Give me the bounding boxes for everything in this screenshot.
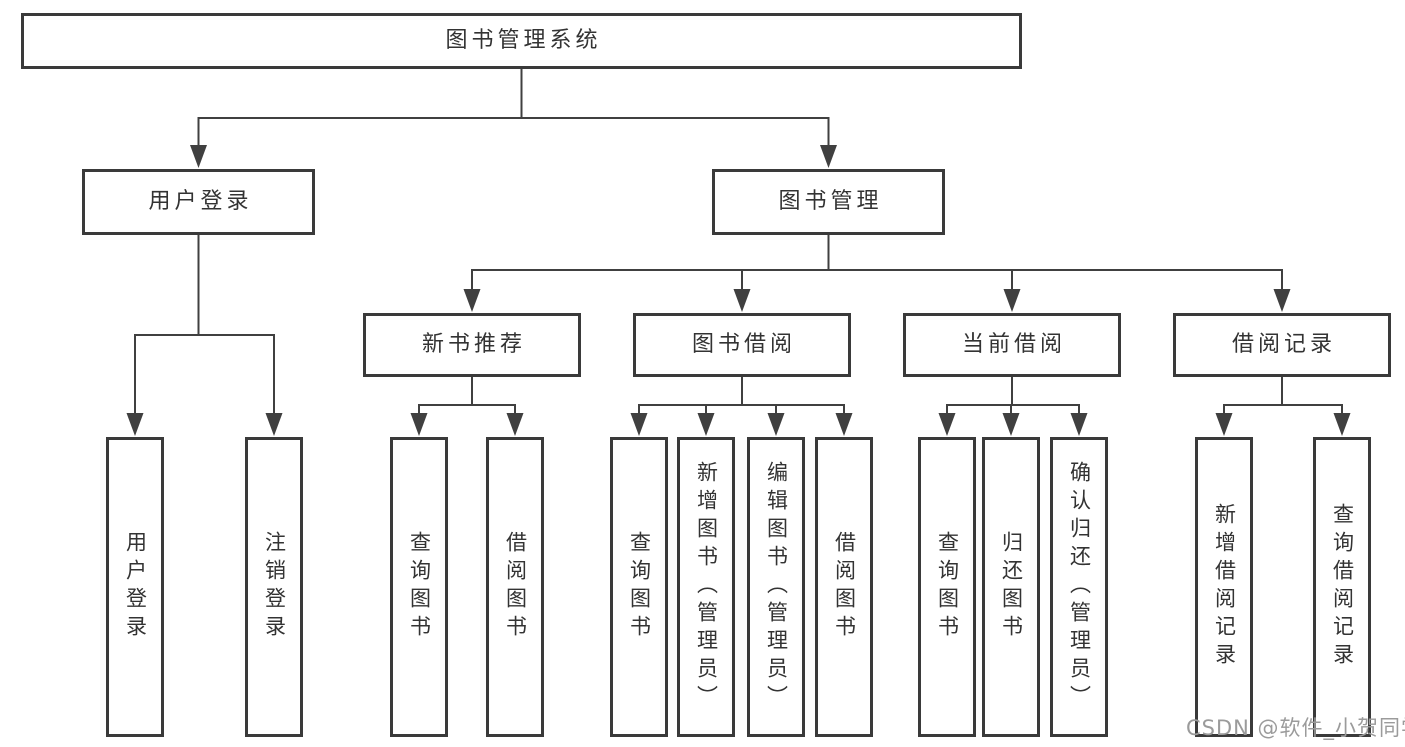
leaf-logout: 注销登录 <box>245 437 303 737</box>
leaf-return-books: 归还图书 <box>982 437 1040 737</box>
node-book-borrowing: 图书借阅 <box>633 313 851 377</box>
leaf-borrow-books-recommend: 借阅图书 <box>486 437 544 737</box>
node-borrowing-records: 借阅记录 <box>1173 313 1391 377</box>
csdn-watermark: CSDN @软件_小贺同学 <box>1186 716 1405 740</box>
leaf-query-books-current: 查询图书 <box>918 437 976 737</box>
leaf-borrow-books-borrowing: 借阅图书 <box>815 437 873 737</box>
leaf-query-books-borrowing: 查询图书 <box>610 437 668 737</box>
leaf-user-login-label: 用户登录 <box>123 531 148 643</box>
node-book-management: 图书管理 <box>712 169 945 235</box>
leaf-query-borrow-record-label: 查询借阅记录 <box>1330 503 1355 671</box>
leaf-add-books-admin: 新增图书（管理员） <box>677 437 735 737</box>
node-new-book-recommend-label: 新书推荐 <box>421 332 526 357</box>
leaf-edit-books-admin: 编辑图书（管理员） <box>747 437 805 737</box>
leaf-query-books-recommend: 查询图书 <box>390 437 448 737</box>
node-root-label: 图书管理系统 <box>445 28 602 53</box>
leaf-query-books-recommend-label: 查询图书 <box>407 531 432 643</box>
node-current-borrowing: 当前借阅 <box>903 313 1121 377</box>
leaf-borrow-books-borrowing-label: 借阅图书 <box>832 531 857 643</box>
node-book-borrowing-label: 图书借阅 <box>691 332 796 357</box>
leaf-query-books-borrowing-label: 查询图书 <box>627 531 652 643</box>
leaf-add-borrow-record: 新增借阅记录 <box>1195 437 1253 737</box>
leaf-edit-books-admin-label: 编辑图书（管理员） <box>764 461 789 713</box>
leaf-confirm-return-admin: 确认归还（管理员） <box>1050 437 1108 737</box>
leaf-return-books-label: 归还图书 <box>999 531 1024 643</box>
connector-path <box>134 69 1343 418</box>
arrowheads <box>126 145 1351 436</box>
leaf-borrow-books-recommend-label: 借阅图书 <box>503 531 528 643</box>
node-user-login: 用户登录 <box>82 169 315 235</box>
leaf-user-login: 用户登录 <box>106 437 164 737</box>
node-current-borrowing-label: 当前借阅 <box>961 332 1066 357</box>
node-book-management-label: 图书管理 <box>778 189 883 214</box>
leaf-query-books-current-label: 查询图书 <box>935 531 960 643</box>
leaf-logout-label: 注销登录 <box>262 531 287 643</box>
leaf-confirm-return-admin-label: 确认归还（管理员） <box>1067 461 1092 713</box>
node-borrowing-records-label: 借阅记录 <box>1231 332 1336 357</box>
node-root: 图书管理系统 <box>21 13 1022 69</box>
leaf-add-borrow-record-label: 新增借阅记录 <box>1212 503 1237 671</box>
node-new-book-recommend: 新书推荐 <box>363 313 581 377</box>
node-user-login-label: 用户登录 <box>148 189 253 214</box>
leaf-query-borrow-record: 查询借阅记录 <box>1313 437 1371 737</box>
leaf-add-books-admin-label: 新增图书（管理员） <box>694 461 719 713</box>
